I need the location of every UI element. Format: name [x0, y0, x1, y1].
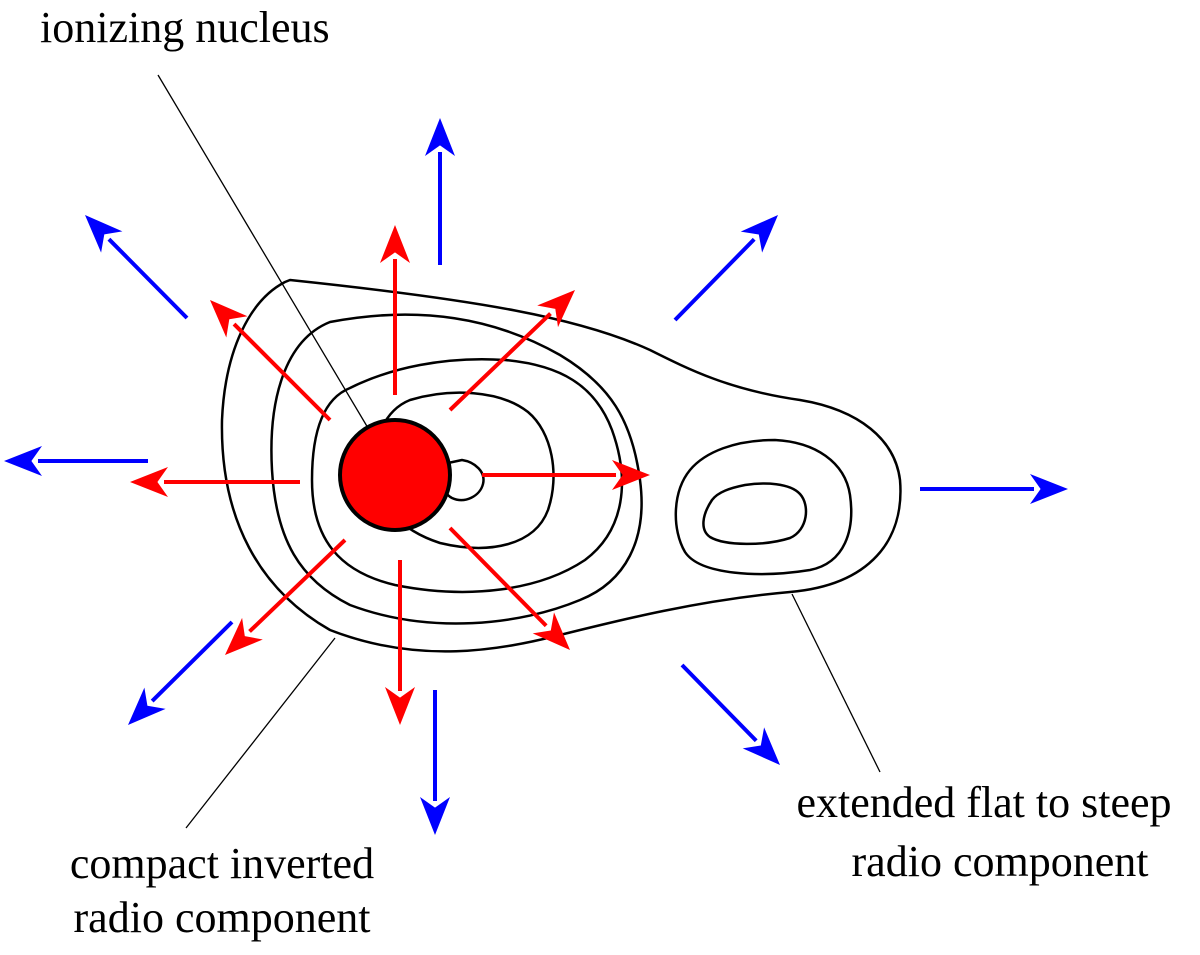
blue-arrow-head-6 [128, 687, 166, 725]
red-arrow-head-7 [385, 687, 415, 725]
blue-arrow-head-2 [85, 215, 123, 253]
extended-label-line2: radio component [852, 837, 1149, 886]
nucleus-label: ionizing nucleus [40, 3, 330, 52]
red-arrow-head-5 [612, 460, 650, 490]
blue-arrow-shaft-8 [680, 663, 758, 743]
outer-blue-arrows [4, 118, 1068, 835]
compact-label-line1: compact inverted [70, 839, 374, 888]
blue-arrow-head-3 [740, 215, 778, 253]
blue-arrow-shaft-3 [673, 237, 756, 322]
secondary-contour-outer [674, 438, 853, 576]
red-arrow-head-2 [210, 300, 248, 338]
radio-contours [220, 278, 902, 653]
compact-label-line2: radio component [74, 893, 371, 942]
red-arrow-shaft-3 [448, 312, 552, 412]
ionizing-nucleus [338, 418, 452, 532]
secondary-contour-inner [702, 482, 808, 546]
red-arrow-head-8 [532, 612, 570, 650]
inner-contour-1 [270, 313, 643, 625]
outer-contour [220, 278, 902, 653]
leader-lines [157, 74, 881, 829]
extended-label-line1: extended flat to steep [796, 778, 1171, 827]
compact-leader-line [185, 637, 336, 829]
inner-red-arrows [130, 225, 650, 725]
red-arrow-head-6 [225, 617, 263, 655]
red-arrow-head-4 [130, 467, 168, 497]
blue-arrow-head-8 [742, 727, 780, 765]
red-arrow-shaft-2 [232, 322, 332, 422]
red-arrow-shaft-8 [448, 526, 548, 628]
blue-arrow-shaft-2 [107, 237, 189, 320]
extended-leader-line [791, 593, 881, 773]
red-arrow-shaft-6 [248, 538, 347, 633]
blue-arrow-head-5 [1030, 474, 1068, 504]
nucleus-leader-line [157, 74, 369, 429]
red-arrow-head-3 [537, 290, 575, 328]
blue-arrow-shaft-6 [150, 620, 234, 703]
red-arrow-head-1 [380, 225, 410, 263]
blue-arrow-head-7 [420, 797, 450, 835]
blue-arrow-head-1 [425, 118, 455, 156]
blue-arrow-head-4 [4, 446, 42, 476]
